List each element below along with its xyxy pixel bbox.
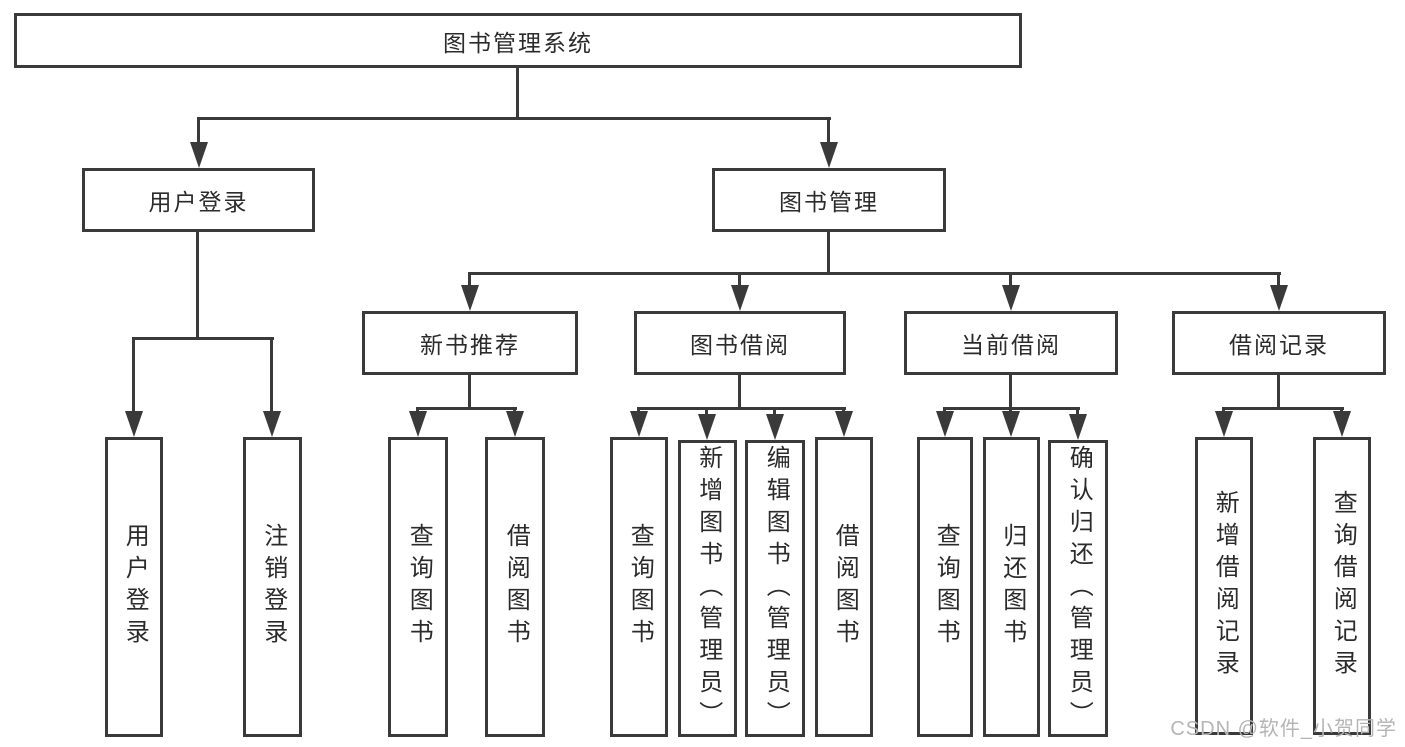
node-new-book-recommend: 新书推荐 bbox=[362, 311, 578, 375]
leaf-query-book-recommend-label: 查询图书 bbox=[405, 523, 433, 651]
connector-drop-logout bbox=[270, 337, 273, 413]
arrow-down-icon bbox=[835, 411, 853, 437]
node-book-management-label: 图书管理 bbox=[779, 189, 879, 215]
leaf-return-book: 归还图书 bbox=[983, 437, 1040, 737]
arrow-down-icon bbox=[936, 411, 954, 437]
connector-drop-login bbox=[132, 337, 135, 413]
connector-borrow-records-rail bbox=[1222, 407, 1344, 410]
node-user-login: 用户登录 bbox=[82, 168, 315, 232]
arrow-down-icon bbox=[1215, 411, 1233, 437]
node-new-book-recommend-label: 新书推荐 bbox=[420, 332, 520, 358]
arrow-down-icon bbox=[1069, 414, 1087, 440]
watermark: CSDN @软件_小贺同学 bbox=[1170, 718, 1397, 740]
leaf-query-book-borrow: 查询图书 bbox=[610, 437, 668, 737]
arrow-down-icon bbox=[506, 411, 524, 437]
connector-new-book-stem bbox=[468, 375, 471, 407]
connector-drop-new-book bbox=[468, 272, 471, 287]
node-current-borrow: 当前借阅 bbox=[904, 311, 1118, 375]
arrow-down-icon bbox=[731, 285, 749, 311]
arrow-down-icon bbox=[698, 414, 716, 440]
leaf-confirm-return-admin-label: 确认归还（管理员） bbox=[1065, 444, 1093, 733]
connector-drop-user-login bbox=[197, 117, 200, 144]
arrow-down-icon bbox=[1002, 285, 1020, 311]
leaf-user-login: 用户登录 bbox=[105, 437, 163, 737]
connector-drop bbox=[1076, 407, 1079, 415]
arrow-down-icon bbox=[461, 285, 479, 311]
arrow-down-icon bbox=[766, 414, 784, 440]
connector-drop bbox=[705, 407, 708, 415]
leaf-query-book-borrow-label: 查询图书 bbox=[626, 523, 654, 651]
leaf-borrow-book-recommend-label: 借阅图书 bbox=[502, 523, 530, 651]
connector-drop-current-borrow bbox=[1009, 272, 1012, 287]
leaf-query-borrow-record-label: 查询借阅记录 bbox=[1329, 490, 1357, 682]
node-book-management: 图书管理 bbox=[712, 168, 946, 232]
leaf-borrow-book: 借阅图书 bbox=[815, 437, 873, 737]
node-user-login-label: 用户登录 bbox=[148, 189, 249, 215]
connector-drop-book-management bbox=[827, 117, 830, 144]
leaf-query-book-current: 查询图书 bbox=[917, 437, 973, 737]
leaf-edit-book-admin: 编辑图书（管理员） bbox=[745, 440, 805, 737]
connector-new-book-rail bbox=[416, 407, 517, 410]
leaf-logout: 注销登录 bbox=[243, 437, 302, 737]
connector-drop-borrow-records bbox=[1277, 272, 1280, 287]
connector-user-login-stem bbox=[196, 232, 199, 337]
leaf-add-borrow-record-label: 新增借阅记录 bbox=[1211, 490, 1239, 682]
arrow-down-icon bbox=[820, 142, 838, 168]
connector-drop-book-borrow bbox=[738, 272, 741, 287]
node-root: 图书管理系统 bbox=[14, 13, 1022, 68]
arrow-down-icon bbox=[190, 142, 208, 168]
leaf-borrow-book-label: 借阅图书 bbox=[831, 523, 859, 651]
connector-root-stem bbox=[516, 68, 519, 117]
leaf-confirm-return-admin: 确认归还（管理员） bbox=[1048, 440, 1108, 737]
node-book-borrow: 图书借阅 bbox=[634, 311, 846, 375]
leaf-query-borrow-record: 查询借阅记录 bbox=[1313, 437, 1371, 735]
node-book-borrow-label: 图书借阅 bbox=[690, 332, 790, 358]
connector-user-login-rail bbox=[132, 337, 274, 340]
leaf-add-book-admin-label: 新增图书（管理员） bbox=[694, 444, 722, 733]
leaf-user-login-label: 用户登录 bbox=[121, 523, 149, 651]
leaf-add-borrow-record: 新增借阅记录 bbox=[1195, 437, 1253, 735]
arrow-down-icon bbox=[630, 411, 648, 437]
connector-book-management-rail bbox=[468, 272, 1281, 275]
node-root-label: 图书管理系统 bbox=[443, 29, 593, 56]
arrow-down-icon bbox=[1333, 411, 1351, 437]
arrow-down-icon bbox=[125, 411, 143, 437]
connector-book-management-stem bbox=[827, 232, 830, 272]
node-borrow-records-label: 借阅记录 bbox=[1229, 332, 1329, 358]
connector-book-borrow-rail bbox=[637, 407, 846, 410]
connector-root-rail bbox=[197, 117, 831, 120]
connector-borrow-records-stem bbox=[1277, 375, 1280, 407]
leaf-query-book-recommend: 查询图书 bbox=[388, 437, 448, 737]
arrow-down-icon bbox=[263, 411, 281, 437]
leaf-add-book-admin: 新增图书（管理员） bbox=[678, 440, 737, 737]
leaf-edit-book-admin-label: 编辑图书（管理员） bbox=[762, 444, 790, 733]
arrow-down-icon bbox=[1002, 411, 1020, 437]
leaf-query-book-current-label: 查询图书 bbox=[932, 523, 960, 651]
leaf-return-book-label: 归还图书 bbox=[998, 523, 1026, 651]
node-borrow-records: 借阅记录 bbox=[1172, 311, 1386, 375]
leaf-logout-label: 注销登录 bbox=[259, 523, 287, 651]
connector-current-borrow-stem bbox=[1009, 375, 1012, 407]
connector-drop bbox=[773, 407, 776, 415]
arrow-down-icon bbox=[409, 411, 427, 437]
node-current-borrow-label: 当前借阅 bbox=[961, 332, 1061, 358]
leaf-borrow-book-recommend: 借阅图书 bbox=[485, 437, 545, 737]
connector-book-borrow-stem bbox=[738, 375, 741, 407]
arrow-down-icon bbox=[1270, 285, 1288, 311]
